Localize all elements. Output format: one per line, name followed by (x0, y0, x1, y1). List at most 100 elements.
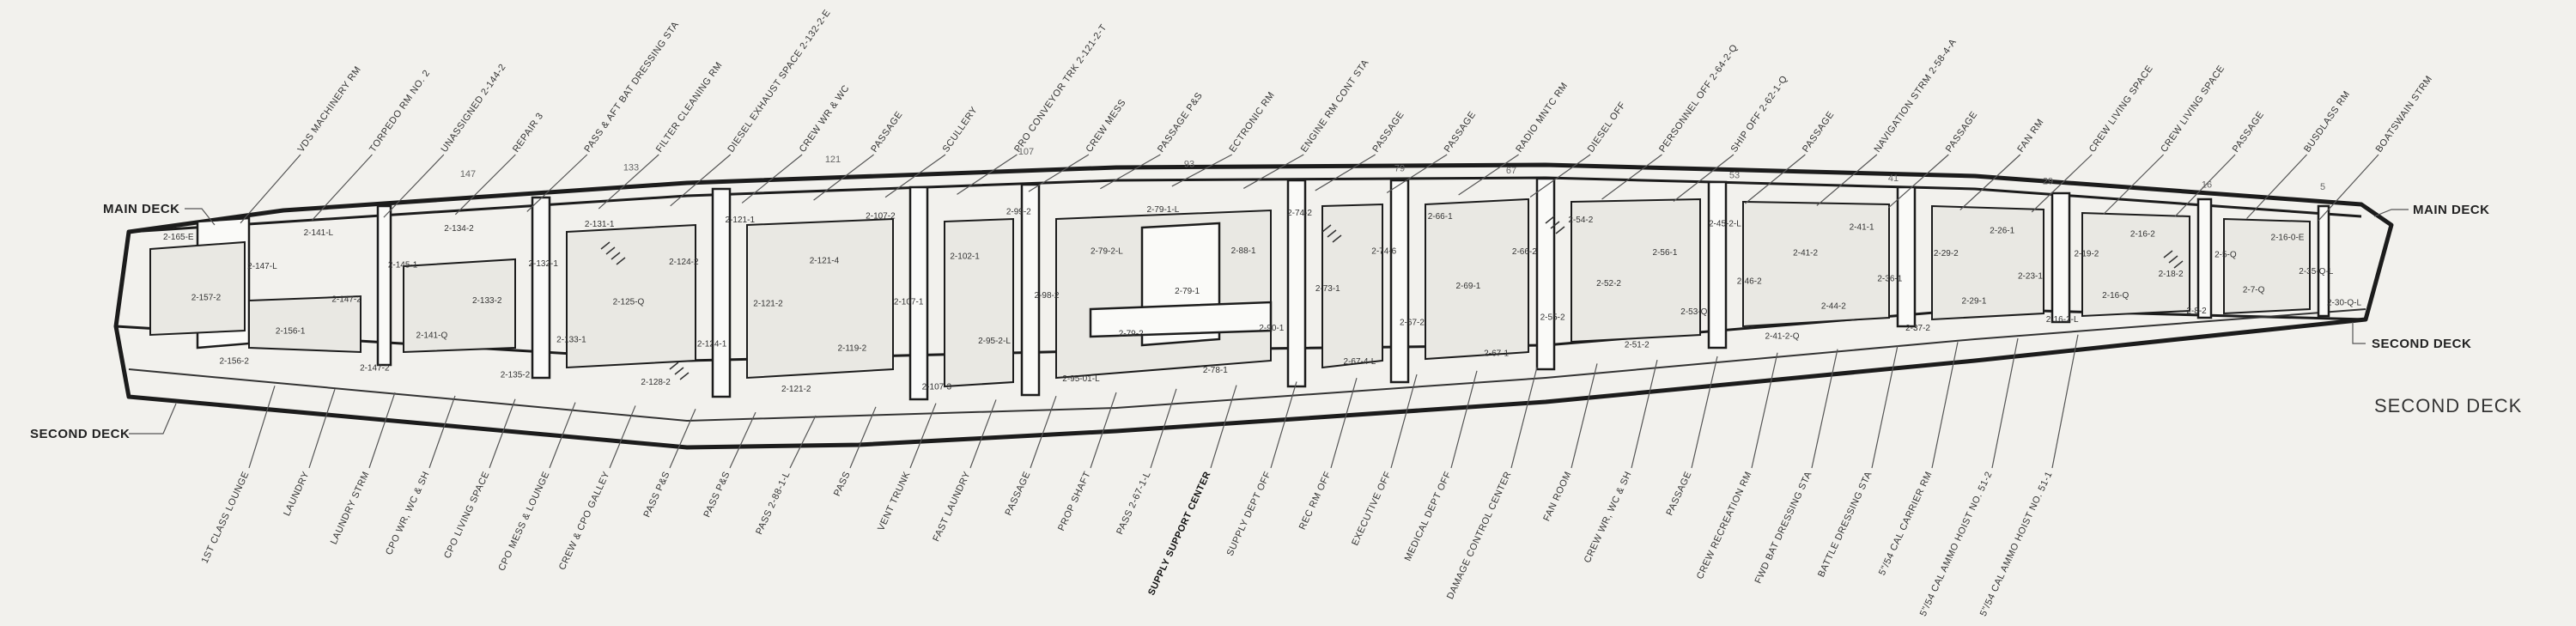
upper-space-label: UNASSIGNED 2-144-2 (440, 62, 508, 154)
upper-leader (1458, 154, 1519, 196)
compartment-number: 2-165-E (163, 233, 194, 242)
lower-space-label: FAN ROOM (1541, 470, 1573, 523)
compartment-number: 2-98-2 (1035, 291, 1060, 301)
compartment-number: 2-79-2 (1119, 329, 1144, 338)
main-deck-edge-upper (128, 176, 2362, 234)
compartment-number: 2-124-1 (697, 339, 727, 349)
compartment-number: 2-78-1 (1203, 366, 1228, 375)
compartment-number: 2-141-Q (416, 331, 448, 341)
lower-leader (428, 395, 456, 469)
lower-space-label: 1ST CLASS LOUNGE (200, 470, 252, 565)
lower-leader (308, 389, 336, 469)
upper-leader (1529, 154, 1591, 198)
compartment-number: 2-141-L (304, 228, 334, 238)
lower-space-label: FWD BAT DRESSING STA (1753, 470, 1814, 585)
compartment-box (2081, 211, 2190, 318)
compartment-number: 2-16-Q (2102, 291, 2129, 301)
lower-space-label: SUPPLY DEPT OFF (1225, 470, 1273, 557)
bulkhead (1707, 180, 1728, 349)
main-deck-fwd-leader (2373, 209, 2409, 217)
lower-leader (1210, 385, 1237, 469)
lower-space-label: PASSAGE (1003, 470, 1032, 517)
bulkhead (531, 196, 551, 380)
frame-number: 79 (1394, 164, 1405, 174)
lower-space-label: FAST LAUNDRY (931, 470, 972, 544)
lower-space-label: DAMAGE CONTROL CENTER (1445, 470, 1514, 601)
lower-leader (1150, 388, 1177, 469)
upper-leader (2031, 154, 2093, 213)
lower-space-label: CREW & CPO GALLEY (557, 470, 612, 572)
lower-leader (489, 398, 516, 469)
upper-space-label: CREW LIVING SPACE (2087, 64, 2155, 155)
compartment-number: 2-30-Q-L (2327, 298, 2361, 307)
compartment-number: 2-132-1 (528, 259, 558, 269)
compartment-number: 2-157-2 (191, 294, 222, 303)
lower-leader (1270, 381, 1297, 469)
deck-callouts: MAIN DECK MAIN DECK SECOND DECK SECOND D… (30, 202, 2489, 441)
compartment-number: 2-36-1 (1877, 274, 1902, 283)
lower-leader (1390, 374, 1418, 469)
lower-leader (669, 409, 696, 469)
bulkhead (2196, 198, 2213, 319)
lower-leader (909, 403, 937, 469)
upper-leader (598, 154, 659, 210)
compartment-box (248, 295, 361, 354)
compartment-number: 2-67-1 (1484, 349, 1509, 358)
upper-space-label: FAN RM (2015, 117, 2045, 154)
lower-space-label: 5"/54 CAL CARRIER RM (1877, 470, 1935, 577)
upper-space-label: PASSAGE (2231, 110, 2267, 155)
lower-leader (1030, 395, 1057, 469)
compartment-number: 2-128-2 (641, 378, 671, 387)
lower-leader (2051, 334, 2079, 469)
keel-line (128, 308, 2366, 422)
upper-leader (741, 154, 803, 204)
machinery-block (1089, 301, 1273, 338)
compartment-number: 2-51-2 (1625, 340, 1649, 349)
compartment-number: 2-145-1 (388, 260, 418, 270)
compartment-box (403, 258, 516, 354)
upper-space-label: CREW WR & WC (798, 83, 852, 155)
compartment-number: 2-134-2 (444, 224, 474, 234)
lower-space-label: MEDICAL DEPT OFF (1403, 470, 1454, 562)
lower-space-label: EXECUTIVE OFF (1350, 470, 1394, 547)
lower-space-label: REC RM OFF (1297, 470, 1334, 532)
compartment-number: 2-41-2 (1793, 248, 1818, 258)
bulkhead (376, 204, 392, 367)
lower-space-label: PASS 2-67-1-L (1115, 470, 1153, 536)
compartment-number: 2-18-2 (2159, 270, 2184, 279)
compartment-box (1571, 198, 1701, 343)
bulkhead (2050, 191, 2071, 324)
lower-space-label: PASS P&S (702, 470, 732, 519)
compartment-number: 2-29-2 (1934, 249, 1959, 258)
upper-leader (1171, 154, 1233, 187)
compartment-number: 2-29-1 (1962, 296, 1987, 306)
compartment-number: 2-35-Q-L (2299, 267, 2333, 277)
upper-leader (1028, 154, 1090, 192)
compartment-number: 2-67-2 (1400, 319, 1425, 328)
compartment-number: 2-107-3 (922, 383, 952, 392)
compartment-number: 2-147-L (247, 262, 277, 271)
lower-leader (1691, 356, 1718, 469)
upper-leader (1315, 154, 1376, 191)
lower-space-label: PASSAGE (1664, 470, 1693, 517)
lower-leader (609, 405, 636, 469)
compartment-number: 2-66-2 (1512, 247, 1537, 257)
bulkhead (1535, 177, 1556, 371)
upper-leader (1745, 154, 1806, 204)
compartment-number: 2-5-Q (2215, 250, 2237, 259)
lower-space-label: 5"/54 CAL AMMO HOIST NO. 51-1 (1978, 470, 2055, 617)
lower-leader (789, 415, 817, 469)
upper-leader (1100, 154, 1161, 190)
lower-space-label: 5"/54 CAL AMMO HOIST NO. 51-2 (1918, 470, 1995, 617)
lower-space-label: BATTLE DRESSING STA (1816, 470, 1874, 579)
upper-leader (1959, 154, 2021, 210)
frame-number: 41 (1888, 173, 1899, 184)
upper-leader (884, 154, 946, 198)
compartment-number: 2-53-Q (1680, 307, 1707, 317)
upper-space-label: NAVIGATION STRM 2-58-4-A (1872, 37, 1959, 155)
bulkhead (2317, 204, 2330, 318)
upper-leader (526, 154, 588, 212)
upper-space-label: SCULLERY (941, 105, 980, 155)
upper-space-label: CREW LIVING SPACE (2159, 64, 2227, 155)
main-deck-aft-leader (185, 208, 216, 226)
